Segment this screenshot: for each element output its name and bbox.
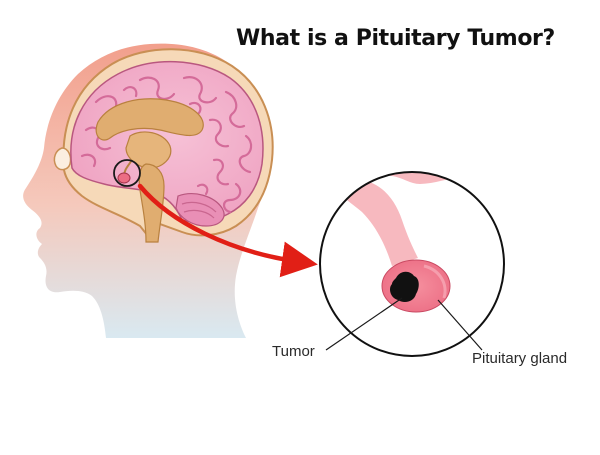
zoom-view bbox=[319, 171, 505, 357]
pituitary-gland-label: Pituitary gland bbox=[472, 350, 567, 367]
cerebellum-lines bbox=[181, 201, 217, 219]
gland-highlight bbox=[423, 264, 447, 299]
cerebellum bbox=[175, 193, 225, 227]
page-title: What is a Pituitary Tumor? bbox=[236, 26, 555, 51]
sinus bbox=[53, 147, 72, 171]
brain bbox=[70, 61, 264, 243]
brainstem bbox=[138, 163, 165, 243]
head-pituitary-gland bbox=[117, 172, 131, 184]
pituitary-stalk bbox=[336, 179, 418, 266]
corpus-callosum bbox=[95, 98, 204, 141]
tumor-label: Tumor bbox=[272, 343, 315, 360]
thalamus bbox=[125, 131, 172, 169]
tumor bbox=[390, 271, 419, 302]
gland-leader-line bbox=[437, 299, 483, 351]
zoom-circle-border bbox=[319, 171, 505, 357]
tumor-leader-line bbox=[325, 297, 403, 351]
zoom-arrow bbox=[137, 183, 318, 278]
focus-circle bbox=[113, 159, 141, 187]
